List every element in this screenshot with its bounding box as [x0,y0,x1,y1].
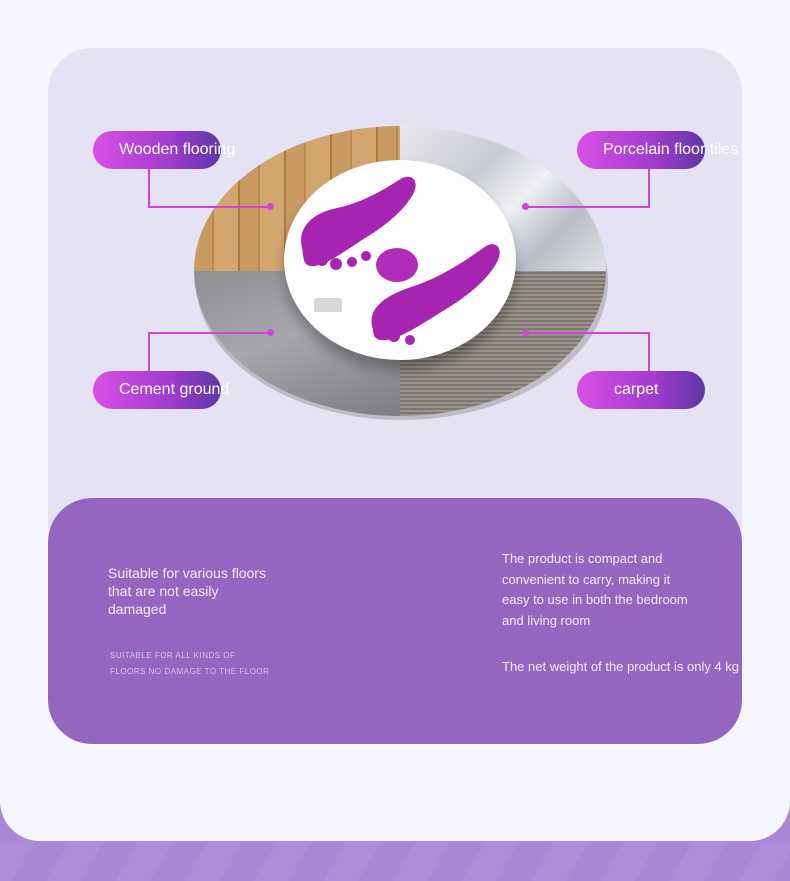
left-foot-pad-icon [301,176,416,270]
feature-subheading: SUITABLE FOR ALL KINDS OF FLOORS NO DAMA… [110,648,310,680]
label-porcelain-tiles: Porcelain floor tiles [577,131,738,169]
right-foot-pad-icon [371,244,500,345]
feature-weight: The net weight of the product is only 4 … [502,659,740,674]
label-carpet: carpet [577,371,705,409]
wood-connector [148,168,272,208]
feature-panel [48,498,742,744]
label-text: Porcelain floor tiles [603,141,739,158]
tile-connector [526,168,650,208]
label-cement-ground: Cement ground [93,371,229,409]
bottom-decor [0,841,790,881]
feature-subheading-line1: SUITABLE FOR ALL KINDS OF [110,651,236,660]
carpet-marker [522,329,529,336]
cement-connector [148,332,272,374]
cement-marker [267,329,274,336]
carpet-connector [526,332,650,374]
label-text: Cement ground [119,381,230,398]
twist-board [284,160,516,360]
label-wooden-flooring: Wooden flooring [93,131,235,169]
twist-disc-image [190,122,610,422]
feature-description: The product is compact and convenient to… [502,551,688,628]
feature-heading: Suitable for various floors that are not… [108,565,266,617]
wood-marker [267,203,274,210]
label-text: Wooden flooring [119,141,236,158]
center-knob [376,248,418,282]
feature-subheading-line2: FLOORS NO DAMAGE TO THE FLOOR [110,667,270,676]
brand-tag [314,298,342,312]
label-text: carpet [614,381,659,398]
tile-marker [522,203,529,210]
